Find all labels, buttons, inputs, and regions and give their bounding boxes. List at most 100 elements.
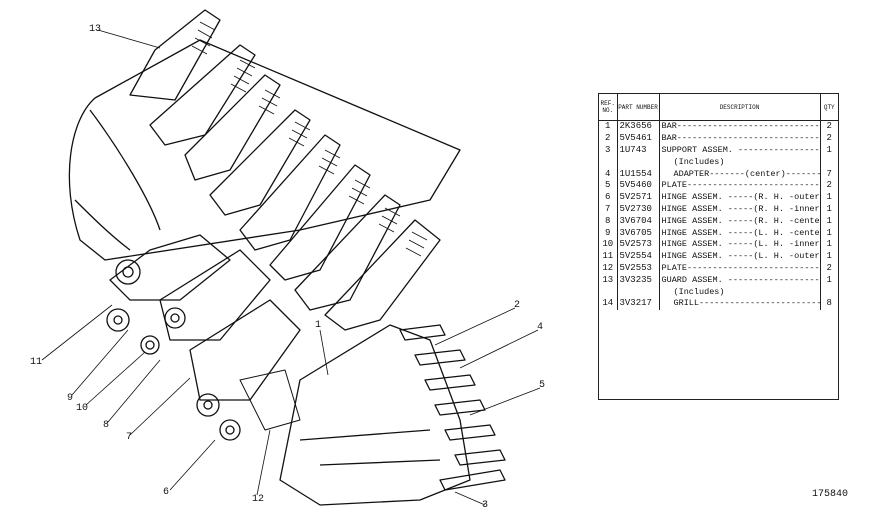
cell-qty [820, 156, 838, 168]
cell-part: 5V2730 [617, 203, 660, 216]
cell-desc: SUPPORT ASSEM. ---------------------- [659, 144, 821, 157]
cell-qty: 1 [826, 203, 832, 214]
cell-qty: 2 [826, 133, 832, 144]
table-header-row: REF. NO. PART NUMBER DESCRIPTION QTY [599, 94, 838, 121]
cell-qty: 1 [826, 215, 832, 226]
cell-ref: 1 [599, 120, 618, 133]
cell-ref: 6 [599, 191, 618, 204]
cell-ref: 10 [599, 238, 618, 251]
cell-desc: (Includes) [659, 156, 821, 169]
cell-desc: HINGE ASSEM. -----(R. H. -outer)--- [659, 191, 821, 204]
cell-part: 3V3217 [617, 297, 660, 310]
cell-qty: 2 [826, 121, 832, 132]
table-row: 25V5461BAR------------------------------… [599, 132, 838, 145]
cell-qty [820, 286, 838, 298]
cell-qty: 1 [826, 239, 832, 250]
callout-1: 1 [315, 320, 322, 331]
header-ref-no: REF. NO. [599, 94, 618, 121]
callout-3: 3 [482, 500, 489, 511]
header-description: DESCRIPTION [659, 94, 821, 121]
cell-ref: 14 [599, 297, 618, 310]
grill-hatching [191, 21, 428, 257]
bucket-shell [68, 39, 461, 261]
cell-ref: 3 [599, 144, 618, 157]
cell-ref: 7 [599, 203, 618, 216]
cell-qty: 1 [826, 251, 832, 262]
cell-ref: 8 [599, 215, 618, 228]
leader-lines [41, 29, 541, 506]
cell-part: 3V6704 [617, 215, 660, 228]
cell-ref: 2 [599, 132, 618, 145]
cell-qty: 1 [826, 227, 832, 238]
cell-qty: 1 [826, 192, 832, 203]
cell-part: 1U743 [617, 144, 660, 157]
cell-qty: 1 [826, 144, 832, 155]
hinge-assemblies [106, 234, 301, 441]
callout-10: 10 [76, 403, 89, 414]
cell-desc: HINGE ASSEM. -----(L. H. -inner)--- [659, 238, 821, 251]
table-row: 12K3656BAR------------------------------… [599, 120, 838, 133]
drawing-number: 175840 [812, 489, 849, 500]
cell-desc: GUARD ASSEM. ----------------------- [659, 274, 821, 287]
cell-qty: 2 [826, 262, 832, 273]
cell-part [617, 286, 660, 298]
callout-13: 13 [89, 24, 102, 35]
callout-11: 11 [30, 357, 43, 368]
callout-12: 12 [252, 494, 265, 505]
cell-part [617, 156, 660, 169]
adapters [399, 324, 506, 491]
cell-qty: 2 [826, 180, 832, 191]
callout-6: 6 [163, 487, 170, 498]
cell-ref: 12 [599, 262, 618, 275]
cell-desc: ADAPTER-------(center)------------- [659, 168, 821, 180]
header-part-number: PART NUMBER [617, 94, 660, 121]
cell-ref [599, 286, 618, 298]
callout-7: 7 [126, 432, 133, 443]
cell-ref: 5 [599, 179, 618, 192]
cell-ref [599, 156, 618, 169]
table-row: 55V5460PLATE----------------------------… [599, 179, 838, 192]
cell-ref: 11 [599, 250, 618, 263]
table-row: 143V3217GRILL---------------------------… [599, 297, 838, 310]
cell-desc: BAR----------------------------------- [659, 120, 821, 133]
cell-part: 2K3656 [617, 120, 660, 133]
cell-desc: HINGE ASSEM. -----(L. H. -outer)--- [659, 250, 821, 263]
cell-part: 3V6705 [617, 227, 660, 239]
guard-assembly [129, 9, 441, 331]
callout-9: 9 [67, 393, 74, 404]
callout-5: 5 [539, 380, 546, 391]
cell-desc: GRILL--------------------------------- [659, 297, 821, 310]
callout-8: 8 [103, 420, 110, 431]
cell-ref: 9 [599, 227, 618, 239]
cell-ref: 4 [599, 168, 618, 180]
table-row: (Includes) [599, 156, 838, 169]
header-qty: QTY [820, 94, 838, 121]
bucket-exploded-drawing [41, 9, 541, 506]
table-row: (Includes) [599, 286, 838, 298]
cell-desc: PLATE--------------------------------- [659, 262, 821, 275]
cell-qty: 8 [826, 298, 832, 309]
cell-part: 1U1554 [617, 168, 660, 180]
cell-desc: HINGE ASSEM. -----(R. H. -center)-- [659, 215, 821, 228]
cell-qty: 7 [826, 168, 832, 179]
cell-part: 5V2553 [617, 262, 660, 275]
cell-part: 5V5461 [617, 132, 660, 145]
cell-desc: HINGE ASSEM. -----(R. H. -inner)--- [659, 203, 821, 216]
cell-desc: PLATE--------------------------------- [659, 179, 821, 192]
cell-part: 3V3235 [617, 274, 660, 287]
cell-part: 5V2573 [617, 238, 660, 251]
cell-part: 5V2554 [617, 250, 660, 263]
callout-2: 2 [514, 300, 521, 311]
cell-qty: 1 [826, 274, 832, 285]
cell-desc: (Includes) [659, 286, 821, 298]
table-row: 41U1554ADAPTER-------(center)-----------… [599, 168, 838, 180]
